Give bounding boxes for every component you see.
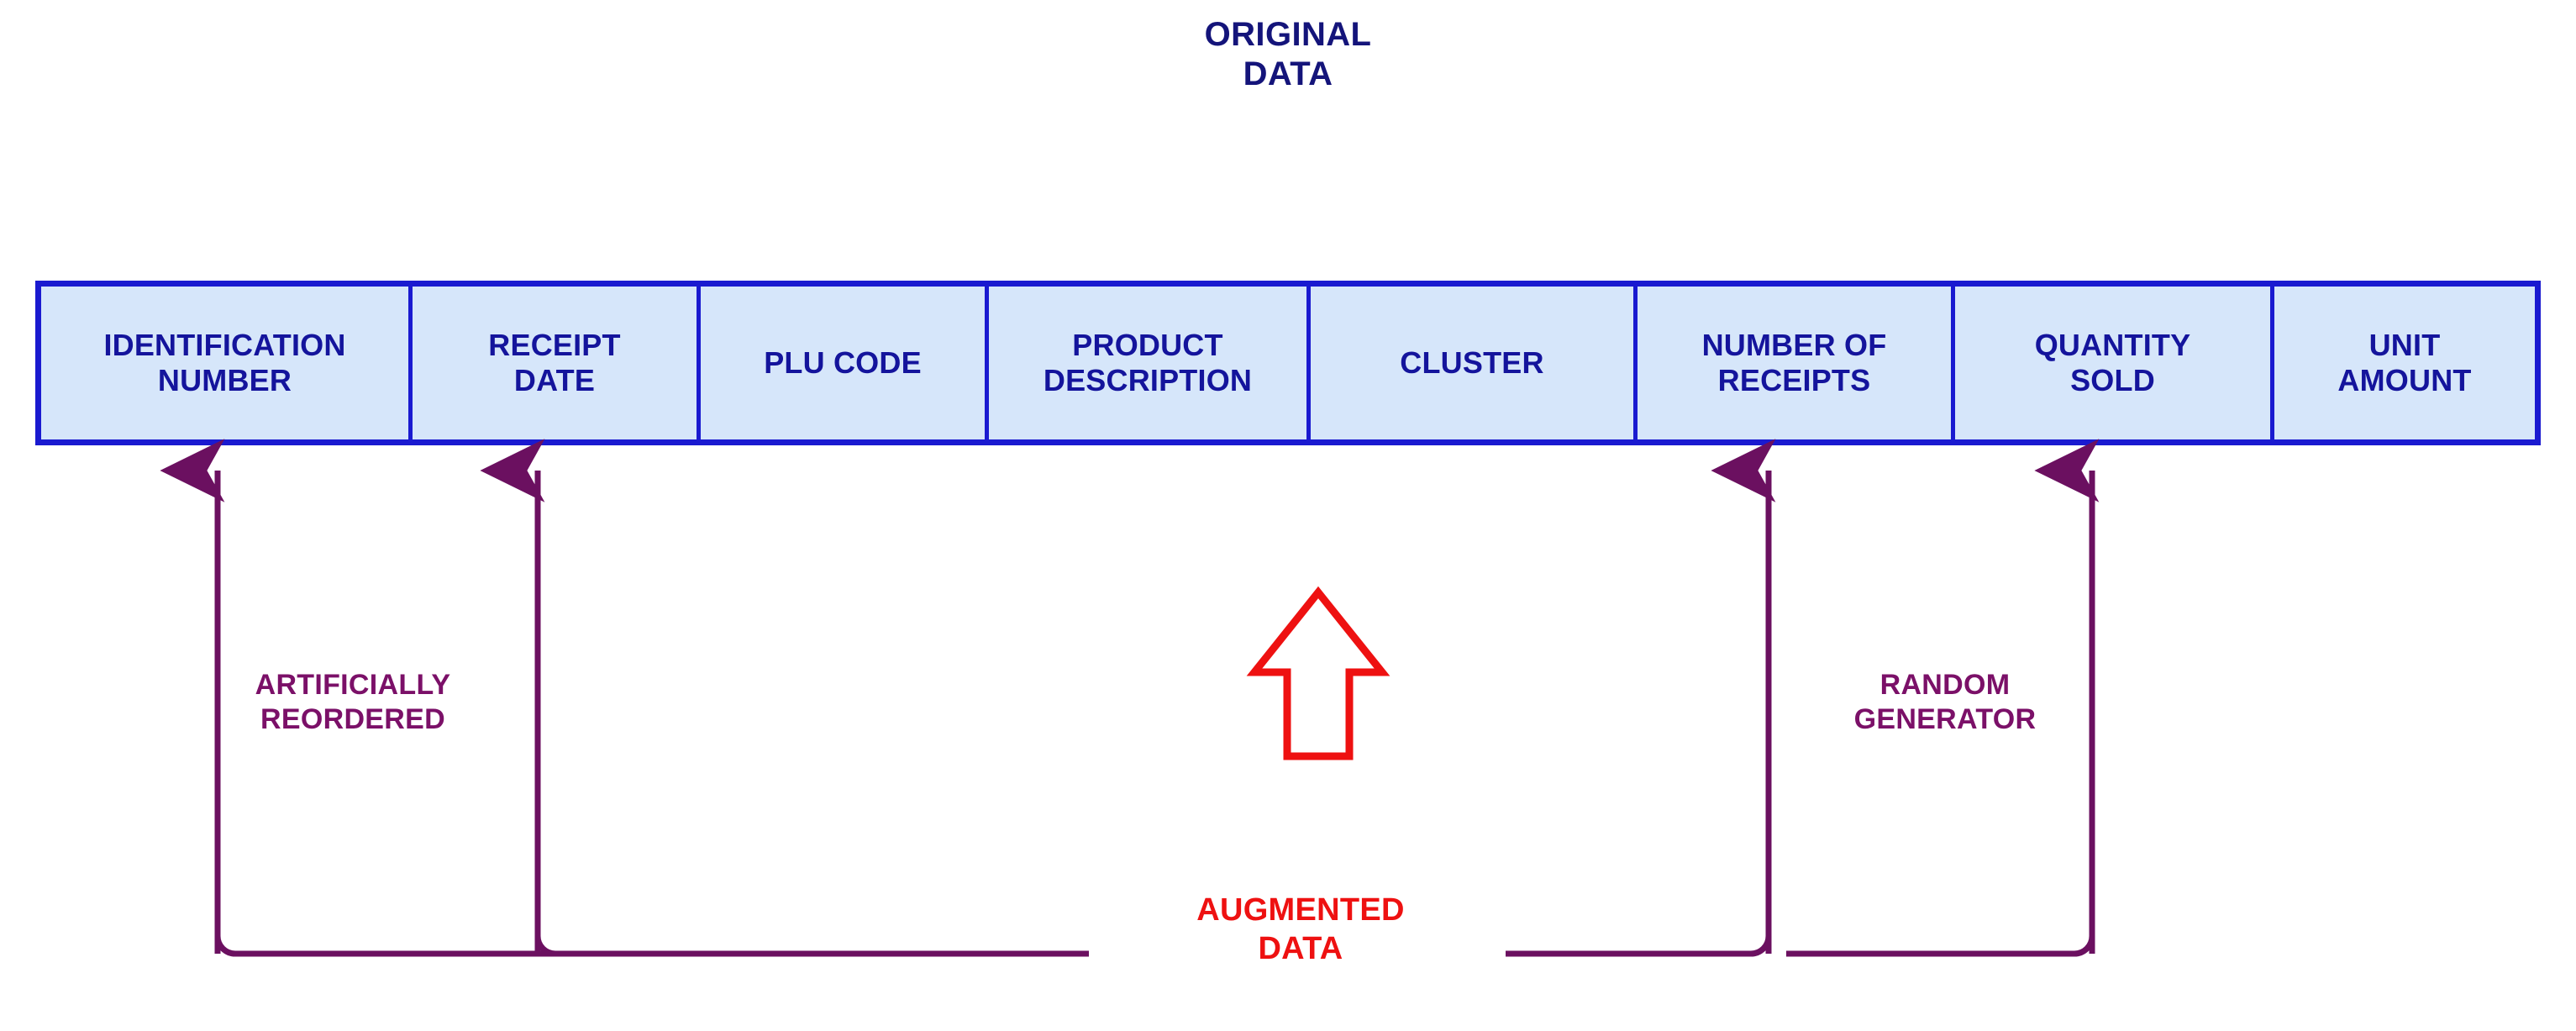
connector-bus-left <box>214 921 1089 957</box>
connector-bus-right <box>1506 921 1772 957</box>
field-cell-plu-code[interactable]: PLU CODE <box>701 287 989 439</box>
field-cell-number-of-receipts[interactable]: NUMBER OF RECEIPTS <box>1638 287 1955 439</box>
field-cell-identification-number[interactable]: IDENTIFICATION NUMBER <box>41 287 413 439</box>
field-cell-unit-amount[interactable]: UNIT AMOUNT <box>2274 287 2535 439</box>
label-augmented-data: AUGMENTED DATA <box>1196 892 1405 967</box>
label-artificially-reordered: ARTIFICIALLY REORDERED <box>255 669 451 736</box>
label-random-generator: RANDOM GENERATOR <box>1853 669 2037 736</box>
connector-elbow-quantity-sold <box>1786 921 2095 957</box>
field-cell-product-description[interactable]: PRODUCT DESCRIPTION <box>989 287 1311 439</box>
field-cell-quantity-sold[interactable]: QUANTITY SOLD <box>1955 287 2274 439</box>
field-cell-cluster[interactable]: CLUSTER <box>1311 287 1638 439</box>
page-title: ORIGINAL DATA <box>1204 16 1372 92</box>
original-data-field-table: IDENTIFICATION NUMBER RECEIPT DATE PLU C… <box>35 281 2541 445</box>
augmented-data-up-arrow-icon <box>1246 586 1391 760</box>
field-cell-receipt-date[interactable]: RECEIPT DATE <box>413 287 701 439</box>
connector-elbow-receipt-date <box>534 921 556 957</box>
